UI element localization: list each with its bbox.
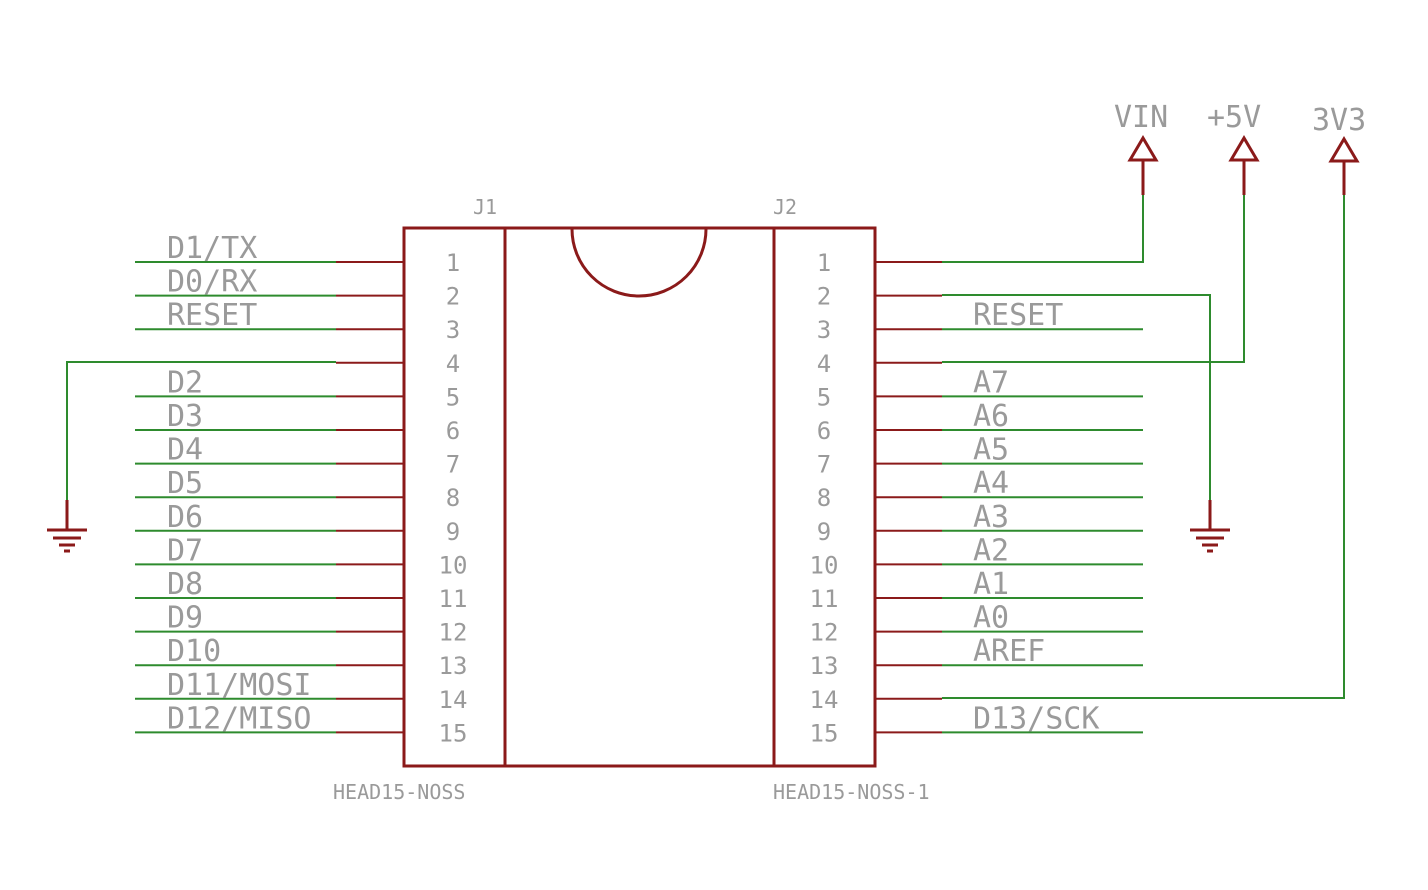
- j2-net-label: AREF: [973, 634, 1045, 669]
- j2-pin-number: 8: [817, 484, 831, 512]
- j1-net-label: D12/MISO: [167, 701, 312, 736]
- plus5v-wire: [942, 195, 1245, 363]
- j2-value-label: HEAD15-NOSS-1: [773, 780, 930, 804]
- j2-net-label: A1: [973, 567, 1009, 602]
- j1-pin-number: 3: [446, 316, 460, 344]
- j2-pin-number: 9: [817, 518, 831, 546]
- j2-net-label: RESET: [973, 298, 1063, 333]
- j1-pin-number: 15: [439, 719, 468, 747]
- v3v3-label: 3V3: [1312, 103, 1366, 138]
- j1-pin-number: 6: [446, 417, 460, 445]
- j1-pin-number: 2: [446, 283, 460, 311]
- j1-net-label: D11/MOSI: [167, 668, 312, 703]
- j2-net-label: D13/SCK: [973, 701, 1099, 736]
- j1-ref-label: J1: [473, 195, 497, 219]
- j1-pin-number: 14: [439, 686, 468, 714]
- j1-net-label: D4: [167, 433, 203, 468]
- header-body: [402, 226, 877, 768]
- j1-net-label: D7: [167, 533, 203, 568]
- j2-pin-number: 10: [810, 551, 839, 579]
- j2-net-label: A2: [973, 533, 1009, 568]
- plus5v-symbol: [1228, 135, 1260, 195]
- j1-net-label: D1/TX: [167, 231, 257, 266]
- j1-value-label: HEAD15-NOSS: [333, 780, 465, 804]
- j2-pin-number: 3: [817, 316, 831, 344]
- j2-net-label: A5: [973, 433, 1009, 468]
- j2-net-label: A6: [973, 399, 1009, 434]
- j1-net-label: D9: [167, 601, 203, 636]
- chip-outline: [503, 226, 776, 768]
- j1-pin-number: 5: [446, 383, 460, 411]
- j2-pin-number: 13: [810, 652, 839, 680]
- chip-notch: [570, 228, 708, 298]
- j1-net-label: D0/RX: [167, 265, 257, 300]
- j2-pin-number: 7: [817, 451, 831, 479]
- j1-net-label: D3: [167, 399, 203, 434]
- vin-wire: [942, 195, 1144, 263]
- j2-pin-number: 2: [817, 283, 831, 311]
- j2-net-label: A4: [973, 466, 1009, 501]
- j1-net-label: D10: [167, 634, 221, 669]
- j1-pin-number: 4: [446, 350, 460, 378]
- j2-pins: 12RESET34A75A66A57A48A39A210A111A012AREF…: [810, 249, 1143, 747]
- j1-net-label: D6: [167, 500, 203, 535]
- v3v3-wire: [942, 195, 1345, 699]
- j2-net-label: A0: [973, 601, 1009, 636]
- j2-net-label: A7: [973, 365, 1009, 400]
- j2-pin-number: 15: [810, 719, 839, 747]
- j1-pin-number: 11: [439, 585, 468, 613]
- j2-pin-number: 6: [817, 417, 831, 445]
- j1-net-label: D2: [167, 365, 203, 400]
- vin-symbol: [1127, 135, 1159, 195]
- ground-symbol-right: [1190, 500, 1230, 553]
- j1-net-label: RESET: [167, 298, 257, 333]
- j2-pin-number: 11: [810, 585, 839, 613]
- plus5v-label: +5V: [1207, 100, 1261, 135]
- j1-gnd-wire: [66, 361, 336, 500]
- j1-pin-number: 9: [446, 518, 460, 546]
- j1-pin-number: 1: [446, 249, 460, 277]
- j1-pin-number: 13: [439, 652, 468, 680]
- j1-pin-number: 7: [446, 451, 460, 479]
- j2-gnd-wire: [942, 294, 1211, 500]
- j2-pin-number: 12: [810, 619, 839, 647]
- j2-pin-number: 5: [817, 383, 831, 411]
- j1-pin-number: 12: [439, 619, 468, 647]
- j2-pin-number: 4: [817, 350, 831, 378]
- j2-ref-label: J2: [773, 195, 797, 219]
- ground-symbol-left: [47, 500, 87, 553]
- special-wires: [66, 195, 1345, 699]
- j1-net-label: D8: [167, 567, 203, 602]
- j2-pin-number: 1: [817, 249, 831, 277]
- j1-pin-number: 10: [439, 551, 468, 579]
- j1-pin-number: 8: [446, 484, 460, 512]
- v3v3-symbol: [1328, 136, 1360, 195]
- vin-label: VIN: [1114, 100, 1168, 135]
- j2-pin-number: 14: [810, 686, 839, 714]
- j1-net-label: D5: [167, 466, 203, 501]
- j2-net-label: A3: [973, 500, 1009, 535]
